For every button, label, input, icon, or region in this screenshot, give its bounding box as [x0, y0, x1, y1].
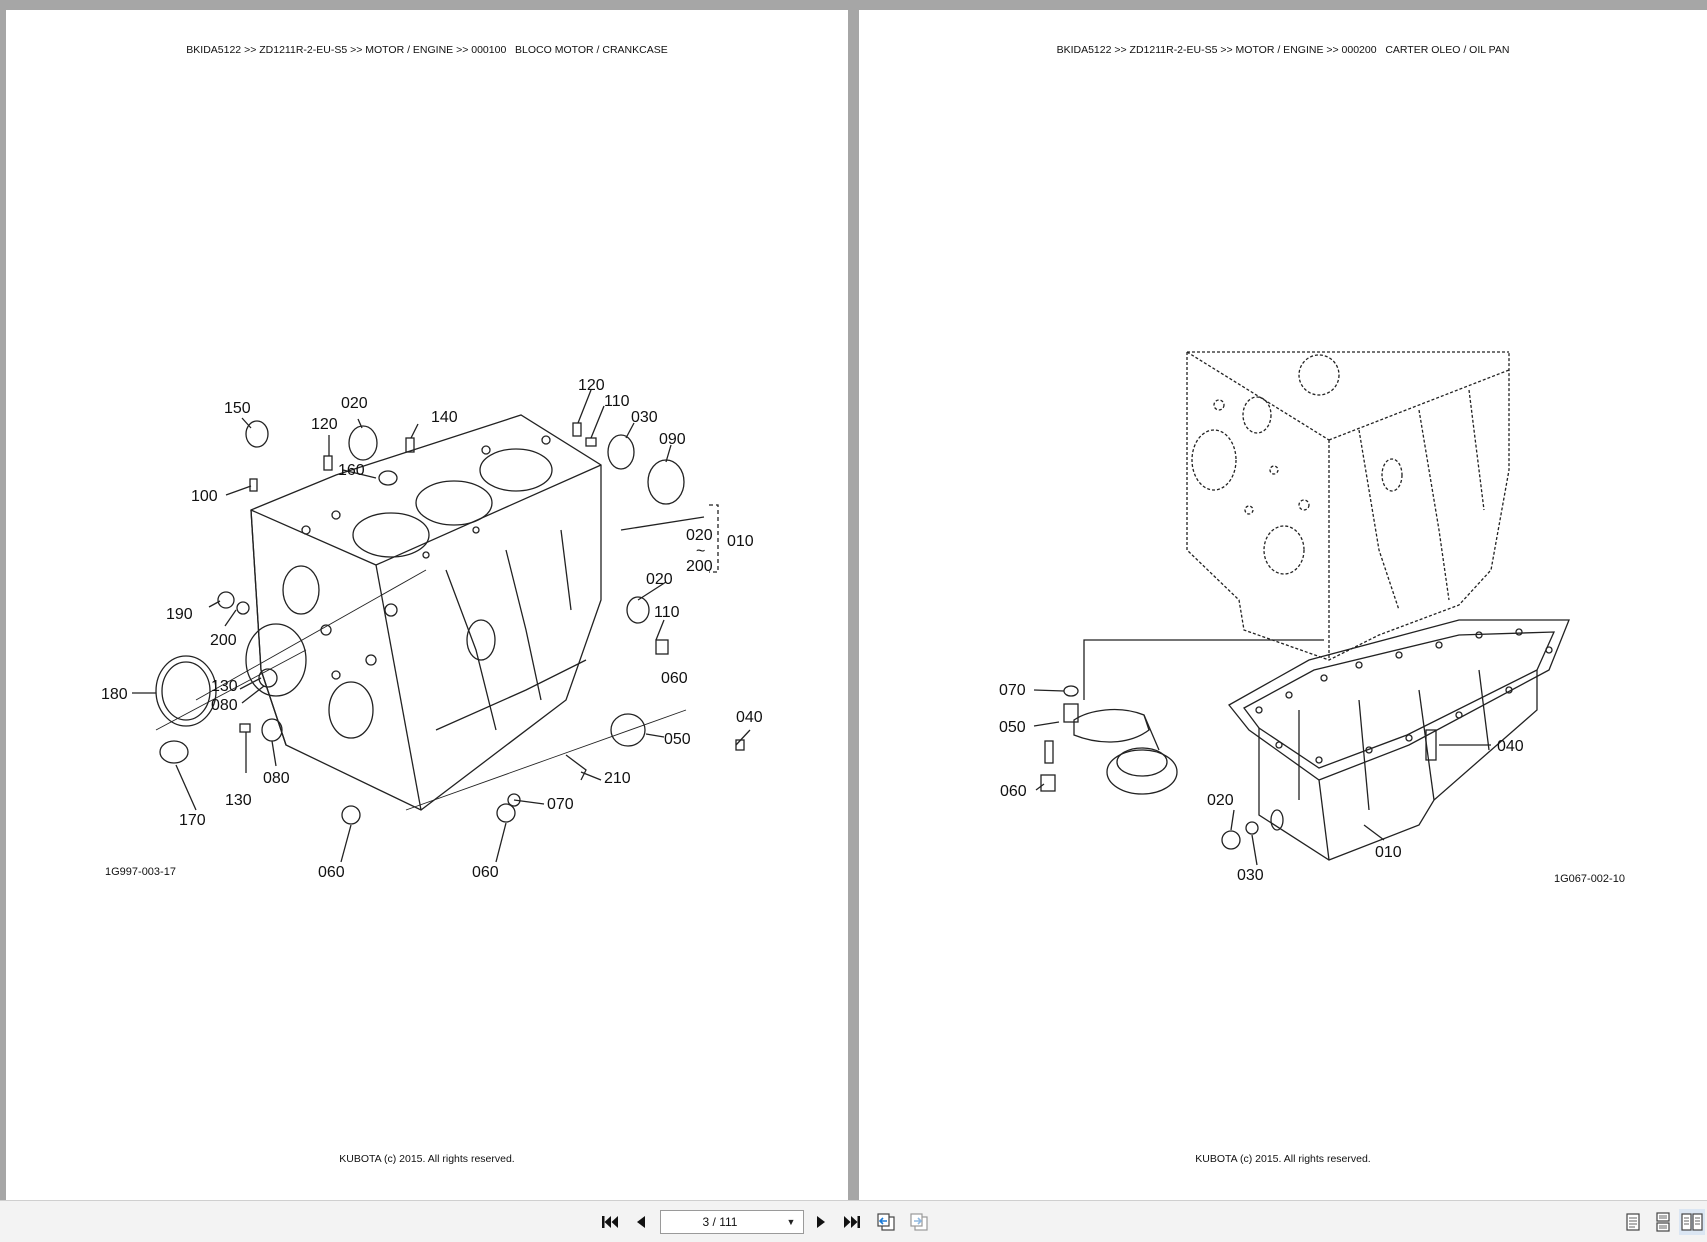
single-page-view-icon [1626, 1213, 1640, 1231]
next-page-button[interactable] [808, 1209, 834, 1235]
crankcase-callouts: 150 020 120 140 160 100 120 110 030 090 … [101, 377, 763, 881]
prev-page-icon [637, 1216, 645, 1228]
callout-label: 190 [166, 606, 193, 623]
callout-label: 130 [225, 792, 252, 809]
callout-label: 010 [727, 533, 754, 550]
callout-label: ~ [696, 543, 705, 560]
page-crankcase: BKIDA5122 >> ZD1211R-2-EU-S5 >> MOTOR / … [6, 10, 848, 1200]
continuous-view-icon [1656, 1212, 1670, 1232]
callout-label: 170 [179, 812, 206, 829]
last-page-icon [844, 1216, 860, 1228]
page-footer: KUBOTA (c) 2015. All rights reserved. [339, 1153, 515, 1165]
history-forward-button[interactable] [906, 1209, 932, 1235]
callout-label: 040 [736, 709, 763, 726]
callout-label: 010 [1375, 844, 1402, 861]
first-page-button[interactable] [597, 1209, 623, 1235]
chevron-down-icon[interactable]: ▼ [786, 1217, 796, 1227]
callout-label: 210 [604, 770, 631, 787]
page-number-input[interactable] [661, 1214, 779, 1230]
callout-label: 120 [311, 416, 338, 433]
crankcase-exploded-diagram: 150 020 120 140 160 100 120 110 030 090 … [101, 377, 763, 881]
callout-label: 080 [263, 770, 290, 787]
oil-pan-callouts: 070 050 060 040 020 010 030 [999, 682, 1524, 884]
callout-label: 060 [1000, 783, 1027, 800]
callout-label: 080 [211, 697, 238, 714]
callout-label: 150 [224, 400, 251, 417]
next-page-icon [817, 1216, 825, 1228]
callout-label: 060 [318, 864, 345, 881]
callout-label: 100 [191, 488, 218, 505]
callout-label: 020 [686, 527, 713, 544]
single-page-view-button[interactable] [1620, 1209, 1646, 1235]
callout-label: 130 [211, 678, 238, 695]
callout-label: 020 [646, 571, 673, 588]
document-viewport[interactable]: BKIDA5122 >> ZD1211R-2-EU-S5 >> MOTOR / … [0, 0, 1707, 1200]
callout-label: 110 [604, 393, 630, 410]
page-header: BKIDA5122 >> ZD1211R-2-EU-S5 >> MOTOR / … [1056, 44, 1510, 56]
callout-label: 110 [654, 604, 680, 621]
callout-label: 200 [686, 558, 713, 575]
continuous-view-button[interactable] [1650, 1209, 1676, 1235]
figure-code: 1G997-003-17 [105, 866, 176, 878]
callout-label: 050 [999, 719, 1026, 736]
callout-label: 060 [661, 670, 688, 687]
callout-label: 160 [338, 462, 365, 479]
facing-view-button[interactable] [1679, 1209, 1705, 1235]
history-back-icon [877, 1213, 895, 1231]
callout-label: 050 [664, 731, 691, 748]
page-oil-pan: BKIDA5122 >> ZD1211R-2-EU-S5 >> MOTOR / … [859, 10, 1707, 1200]
history-back-button[interactable] [873, 1209, 899, 1235]
callout-label: 060 [472, 864, 499, 881]
first-page-icon [602, 1216, 618, 1228]
callout-label: 070 [999, 682, 1026, 699]
history-forward-icon [910, 1213, 928, 1231]
callout-label: 070 [547, 796, 574, 813]
prev-page-button[interactable] [628, 1209, 654, 1235]
callout-label: 030 [1237, 867, 1264, 884]
page-footer: KUBOTA (c) 2015. All rights reserved. [1195, 1153, 1371, 1165]
callout-label: 200 [210, 632, 237, 649]
page-number-field[interactable]: ▼ [660, 1210, 804, 1234]
facing-view-icon [1681, 1213, 1703, 1231]
callout-label: 120 [578, 377, 605, 394]
oil-pan-exploded-diagram: 070 050 060 040 020 010 030 [999, 351, 1570, 884]
callout-label: 090 [659, 431, 686, 448]
last-page-button[interactable] [839, 1209, 865, 1235]
page-header: BKIDA5122 >> ZD1211R-2-EU-S5 >> MOTOR / … [186, 44, 668, 56]
callout-label: 140 [431, 409, 458, 426]
callout-label: 020 [341, 395, 368, 412]
callout-label: 020 [1207, 792, 1234, 809]
figure-code: 1G067-002-10 [1554, 873, 1625, 885]
callout-label: 040 [1497, 738, 1524, 755]
callout-label: 180 [101, 686, 128, 703]
viewer-toolbar: ▼ [0, 1200, 1707, 1242]
callout-label: 030 [631, 409, 658, 426]
